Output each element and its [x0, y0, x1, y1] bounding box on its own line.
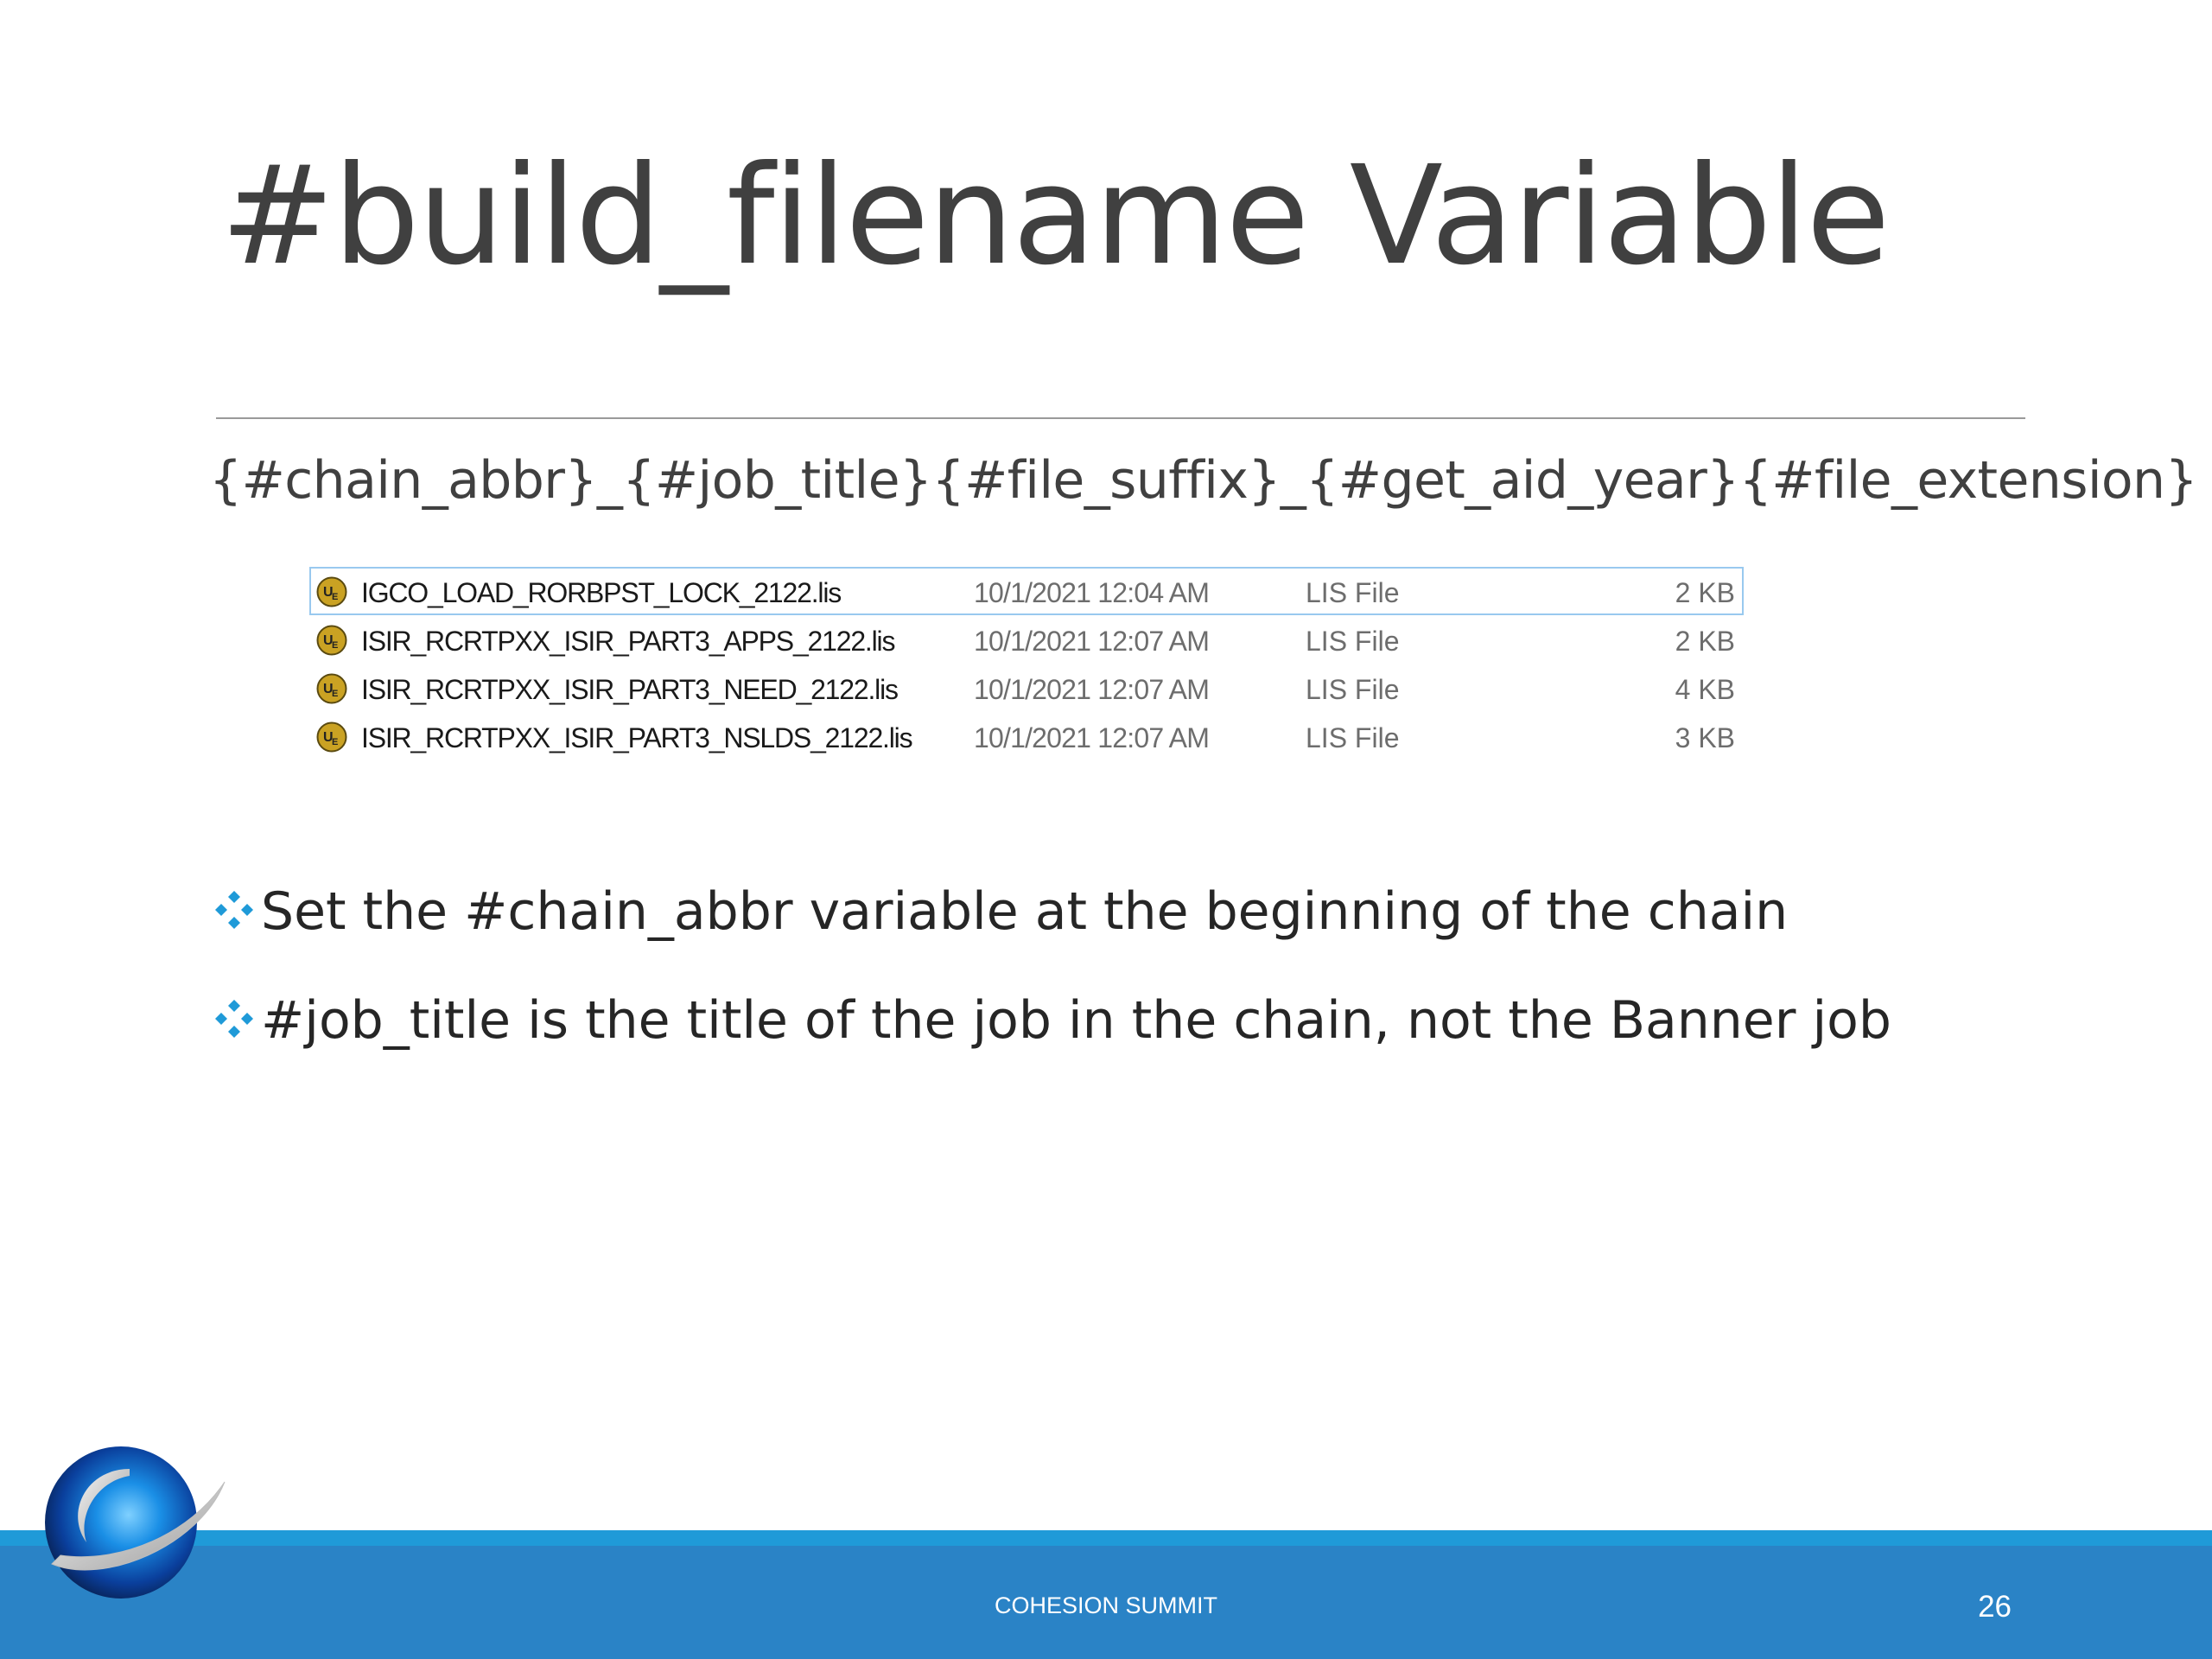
ue-file-icon: U E [316, 673, 347, 704]
diamond-bullet-icon [215, 891, 253, 929]
bullet-text: #job_title is the title of the job in th… [261, 990, 1891, 1051]
svg-text:E: E [332, 592, 338, 602]
page-number: 26 [1978, 1590, 2012, 1624]
file-type: LIS File [1306, 577, 1400, 608]
file-size: 2 KB [1675, 577, 1735, 608]
footer-accent-strip [0, 1530, 2212, 1546]
svg-text:E: E [332, 737, 338, 747]
footer-bar [0, 1530, 2212, 1659]
ue-file-icon: U E [316, 721, 347, 753]
file-type: LIS File [1306, 722, 1400, 753]
file-row[interactable]: U E ISIR_RCRTPXX_ISIR_PART3_NSLDS_2122.l… [309, 712, 1744, 760]
file-size: 2 KB [1675, 626, 1735, 657]
file-date-modified: 10/1/2021 12:04 AM [974, 577, 1210, 608]
bullet-item: Set the #chain_abbr variable at the begi… [213, 881, 1891, 942]
file-size: 3 KB [1675, 722, 1735, 753]
diamond-bullet-icon [215, 1000, 253, 1038]
svg-text:U: U [323, 633, 334, 648]
file-list: U E IGCO_LOAD_RORBPST_LOCK_2122.lis 10/1… [309, 567, 1744, 760]
file-date-modified: 10/1/2021 12:07 AM [974, 626, 1210, 657]
file-row[interactable]: U E ISIR_RCRTPXX_ISIR_PART3_APPS_2122.li… [309, 615, 1744, 664]
file-date-modified: 10/1/2021 12:07 AM [974, 722, 1210, 753]
file-name: ISIR_RCRTPXX_ISIR_PART3_NSLDS_2122.lis [361, 722, 913, 753]
svg-text:U: U [323, 682, 334, 696]
ue-file-icon: U E [316, 625, 347, 656]
footer-text: COHESION SUMMIT [994, 1592, 1217, 1618]
file-type: LIS File [1306, 674, 1400, 705]
cohesion-logo [45, 1446, 226, 1599]
svg-text:E: E [332, 640, 338, 651]
file-date-modified: 10/1/2021 12:07 AM [974, 674, 1210, 705]
bullet-list: Set the #chain_abbr variable at the begi… [213, 881, 1891, 1099]
filename-pattern: {#chain_abbr}_{#job_title}{#file_suffix}… [209, 450, 2198, 511]
svg-text:E: E [332, 689, 338, 699]
title-divider [216, 417, 2025, 419]
slide-title: #build_filename Variable [220, 137, 1891, 296]
file-row[interactable]: U E ISIR_RCRTPXX_ISIR_PART3_NEED_2122.li… [309, 664, 1744, 712]
svg-text:U: U [323, 585, 334, 600]
file-name: ISIR_RCRTPXX_ISIR_PART3_NEED_2122.lis [361, 674, 899, 705]
bullet-text: Set the #chain_abbr variable at the begi… [261, 881, 1789, 942]
svg-text:U: U [323, 730, 334, 745]
ue-file-icon: U E [316, 576, 347, 607]
file-row[interactable]: U E IGCO_LOAD_RORBPST_LOCK_2122.lis 10/1… [309, 567, 1744, 615]
file-name: ISIR_RCRTPXX_ISIR_PART3_APPS_2122.lis [361, 626, 895, 657]
file-size: 4 KB [1675, 674, 1735, 705]
bullet-item: #job_title is the title of the job in th… [213, 990, 1891, 1051]
file-type: LIS File [1306, 626, 1400, 657]
file-name: IGCO_LOAD_RORBPST_LOCK_2122.lis [361, 577, 842, 608]
